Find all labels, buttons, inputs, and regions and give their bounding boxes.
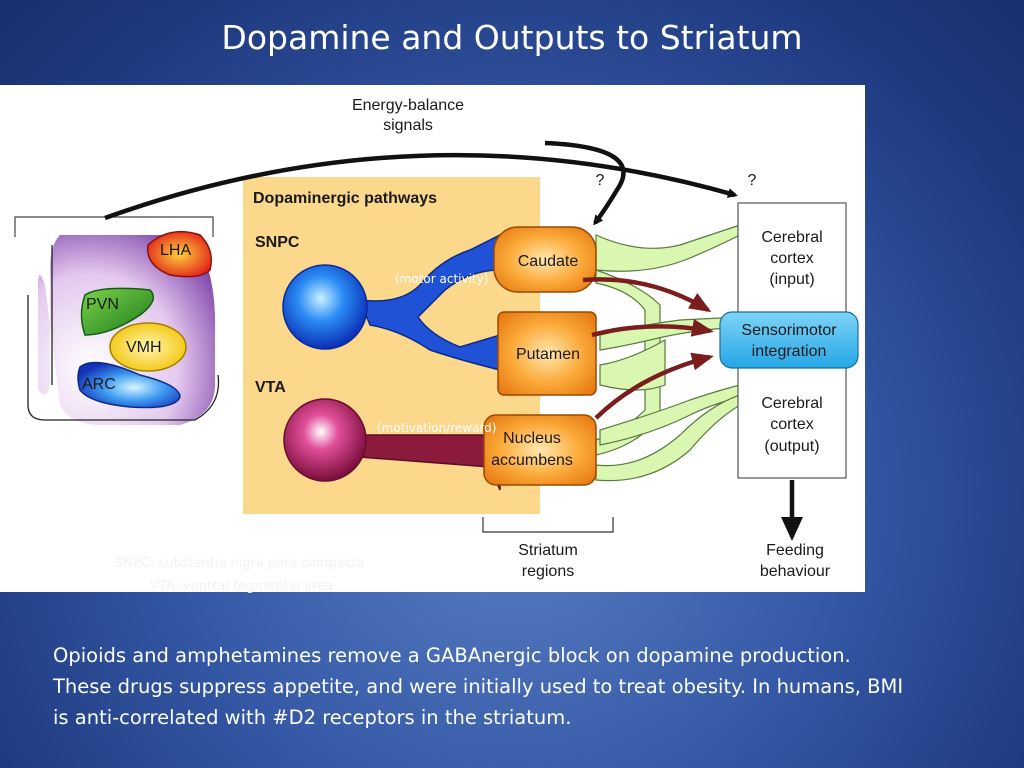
striatum-regions-line1: Striatum: [518, 542, 578, 559]
motivation-reward-annotation: (motivation/reward): [377, 421, 497, 435]
diagram-figure: LHA PVN VMH ARC Energy-balance signals ?…: [0, 85, 865, 592]
abbrev-vta: VTA: ventral tegmental area: [150, 579, 334, 594]
caption-line-3: is anti-correlated with #D2 receptors in…: [53, 706, 572, 729]
vmh-region: [109, 322, 187, 372]
cortex-output-line3: (output): [764, 438, 819, 455]
putamen-node: [497, 311, 597, 396]
cortex-input-line3: (input): [769, 271, 814, 288]
feeding-line2: behaviour: [760, 563, 831, 580]
caudate-label: Caudate: [518, 253, 579, 270]
cortex-input-line2: cortex: [770, 250, 814, 267]
vta-label: VTA: [255, 379, 286, 396]
energy-label-1: Energy-balance: [352, 97, 464, 114]
striatum-bracket: [482, 517, 614, 533]
energy-to-caudate-arrow: [544, 140, 626, 226]
cortex-output-line1: Cerebral: [761, 395, 822, 412]
cortex-output-line2: cortex: [770, 416, 814, 433]
cortex-projections: [595, 224, 741, 482]
lha-label: LHA: [160, 242, 191, 259]
snpc-label: SNPC: [255, 234, 300, 251]
feeding-line1: Feeding: [766, 542, 824, 559]
caption-line-1: Opioids and amphetamines remove a GABAne…: [53, 644, 851, 667]
vmh-label: VMH: [126, 339, 162, 356]
caudate-node: [493, 226, 597, 293]
sensorimotor-node: [719, 311, 859, 369]
pathways-heading: Dopaminergic pathways: [253, 190, 437, 207]
question-mark-left: ?: [596, 172, 605, 189]
question-mark-right: ?: [748, 172, 757, 189]
sensorimotor-line1: Sensorimotor: [741, 322, 837, 339]
accumbens-label-1: Nucleus: [503, 430, 561, 447]
arc-label: ARC: [82, 376, 116, 393]
pvn-region: [80, 287, 155, 336]
arc-region: [77, 361, 181, 409]
accumbens-label-2: accumbens: [491, 452, 573, 469]
abbrev-snpc: SNPC: substantia nigra pars compacta: [115, 556, 365, 571]
energy-balance-arrow: [104, 152, 738, 221]
snpc-neuron: [282, 233, 501, 371]
energy-label-2: signals: [383, 117, 433, 134]
motor-activity-annotation: (motor activity): [395, 272, 489, 286]
pvn-label: PVN: [86, 296, 119, 313]
caption-line-2: These drugs suppress appetite, and were …: [53, 675, 904, 698]
accumbens-node: [483, 414, 597, 486]
vta-neuron: [283, 398, 501, 491]
slide-title: Dopamine and Outputs to Striatum: [221, 18, 803, 57]
diagram-canvas: LHA PVN VMH ARC Energy-balance signals ?…: [14, 97, 859, 580]
sensorimotor-arrows: [582, 277, 714, 420]
putamen-label: Putamen: [516, 346, 580, 363]
slide-caption: Opioids and amphetamines remove a GABAne…: [53, 640, 973, 733]
lha-region: [146, 230, 212, 278]
hypothalamus-diagram: LHA PVN VMH ARC: [14, 216, 220, 425]
sensorimotor-line2: integration: [752, 343, 827, 360]
cortex-input-line1: Cerebral: [761, 229, 822, 246]
striatum-regions-line2: regions: [522, 563, 574, 580]
